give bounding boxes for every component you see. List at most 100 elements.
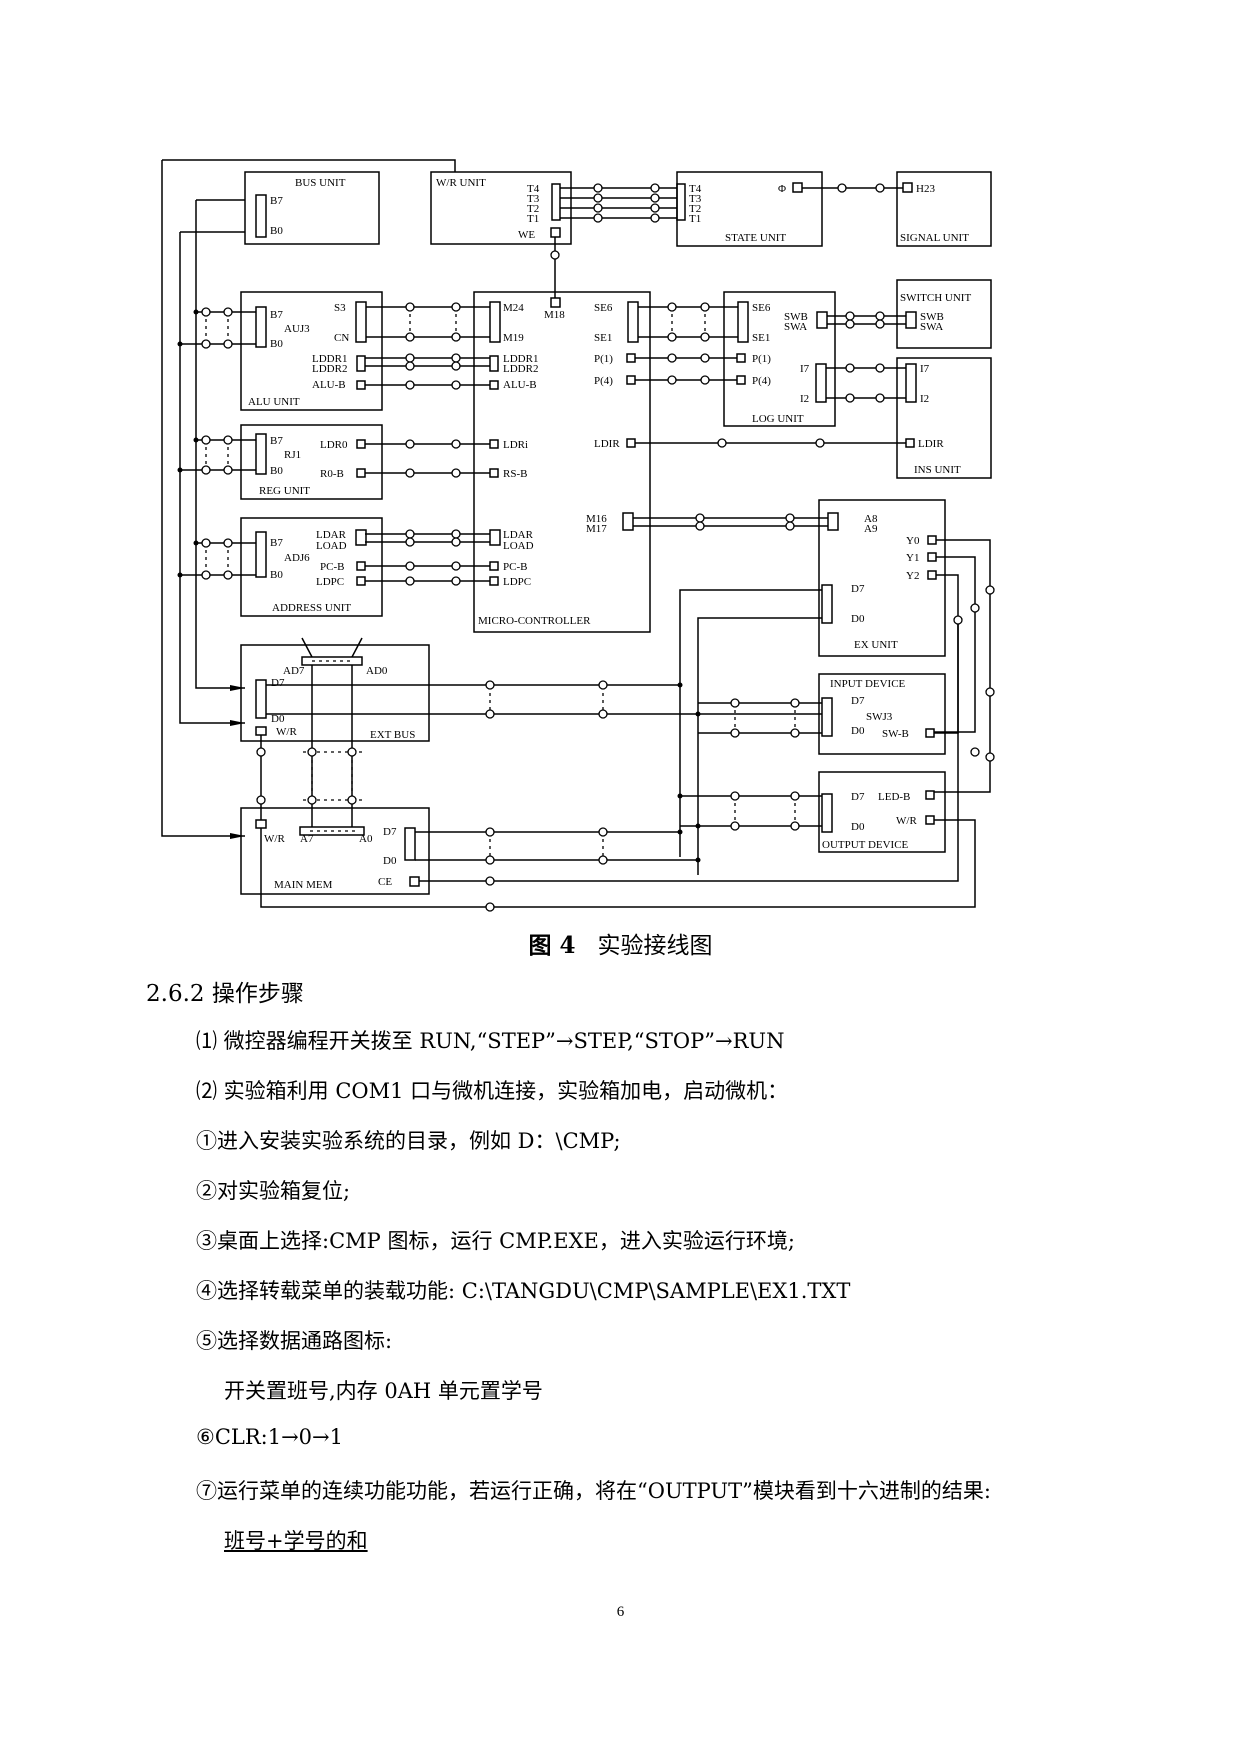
substep-5-detail: 开关置班号,内存 0AH 单元置学号 <box>224 1379 543 1403</box>
svg-text:LDDR2: LDDR2 <box>312 363 347 375</box>
svg-text:B0: B0 <box>270 225 283 237</box>
svg-text:B7: B7 <box>270 195 283 207</box>
svg-text:D0: D0 <box>851 725 865 737</box>
svg-text:LOAD: LOAD <box>503 540 534 552</box>
svg-text:I2: I2 <box>800 393 809 405</box>
svg-text:M24: M24 <box>503 302 524 314</box>
main-mem-label: MAIN MEM <box>274 879 333 891</box>
svg-text:Y2: Y2 <box>906 570 919 582</box>
ins-unit-box <box>896 357 992 479</box>
svg-text:B0: B0 <box>270 338 283 350</box>
alu-unit-label: ALU UNIT <box>248 396 300 408</box>
bus-unit-label: BUS UNIT <box>295 177 346 189</box>
svg-text:CN: CN <box>334 332 349 344</box>
section-title: 2.6.2 操作步骤 <box>146 981 304 1007</box>
ext-bus-box <box>240 644 430 742</box>
svg-text:B7: B7 <box>270 537 283 549</box>
figure-title: 实验接线图 <box>597 933 713 959</box>
svg-text:LDR0: LDR0 <box>320 439 348 451</box>
svg-text:M17: M17 <box>586 523 607 535</box>
svg-text:SWA: SWA <box>920 321 943 333</box>
svg-text:Y1: Y1 <box>906 552 919 564</box>
svg-text:ADJ6: ADJ6 <box>284 552 310 564</box>
micro-controller-label: MICRO-CONTROLLER <box>478 615 591 627</box>
substep-7-result: 班号+学号的和 <box>224 1529 368 1553</box>
substep-3: ③桌面上选择:CMP 图标，运行 CMP.EXE，进入实验运行环境; <box>196 1229 795 1253</box>
svg-text:D0: D0 <box>383 855 397 867</box>
svg-text:ALU-B: ALU-B <box>503 379 537 391</box>
state-unit-label: STATE UNIT <box>725 232 786 244</box>
svg-text:D0: D0 <box>271 713 285 725</box>
svg-text:PC-B: PC-B <box>503 561 527 573</box>
svg-text:AD0: AD0 <box>366 665 388 677</box>
svg-text:T2: T2 <box>527 203 539 215</box>
svg-text:A7: A7 <box>300 833 314 845</box>
address-unit-box <box>240 517 383 617</box>
reg-unit-box <box>240 424 383 500</box>
substep-2: ②对实验箱复位; <box>196 1179 351 1203</box>
reg-unit-label: REG UNIT <box>259 485 310 497</box>
svg-text:SWA: SWA <box>784 321 807 333</box>
svg-text:SE6: SE6 <box>752 302 771 314</box>
svg-text:M19: M19 <box>503 332 524 344</box>
svg-text:ALU-B: ALU-B <box>312 379 346 391</box>
svg-text:LOAD: LOAD <box>316 540 347 552</box>
svg-text:SW-B: SW-B <box>882 728 909 740</box>
svg-text:I7: I7 <box>920 363 930 375</box>
svg-text:P(1): P(1) <box>594 353 613 365</box>
substep-7: ⑦运行菜单的连续功能功能，若运行正确，将在“OUTPUT”模块看到十六进制的结果… <box>196 1479 991 1503</box>
svg-text:LDAR: LDAR <box>316 529 347 541</box>
alu-unit-box <box>240 291 383 411</box>
output-device-label: OUTPUT DEVICE <box>822 839 909 851</box>
svg-text:W/R: W/R <box>264 833 285 845</box>
figure-label: 图 4 <box>528 932 576 959</box>
svg-text:A8: A8 <box>864 513 878 525</box>
substep-4: ④选择转载菜单的装载功能: C:\TANGDU\CMP\SAMPLE\EX1.T… <box>196 1279 851 1303</box>
svg-text:P(4): P(4) <box>594 375 613 387</box>
wr-unit-label: W/R UNIT <box>436 177 486 189</box>
svg-text:LDDR1: LDDR1 <box>312 353 347 365</box>
svg-text:D7: D7 <box>383 826 397 838</box>
svg-text:LDPC: LDPC <box>316 576 344 588</box>
svg-text:M16: M16 <box>586 513 607 525</box>
step-2: ⑵ 实验箱利用 COM1 口与微机连接，实验箱加电，启动微机： <box>196 1079 789 1103</box>
address-unit-label: ADDRESS UNIT <box>272 602 351 614</box>
substep-1: ①进入安装实验系统的目录，例如 D：\CMP; <box>196 1129 621 1153</box>
svg-text:A0: A0 <box>359 833 373 845</box>
svg-text:SWB: SWB <box>784 311 808 323</box>
svg-text:CE: CE <box>378 876 392 888</box>
svg-text:LDIR: LDIR <box>594 438 620 450</box>
svg-text:A9: A9 <box>864 523 878 535</box>
svg-text:LDDR1: LDDR1 <box>503 353 538 365</box>
svg-text:AD7: AD7 <box>283 665 305 677</box>
svg-text:LDIR: LDIR <box>918 438 944 450</box>
svg-text:D7: D7 <box>851 695 865 707</box>
svg-text:LED-B: LED-B <box>878 791 910 803</box>
svg-text:D7: D7 <box>851 791 865 803</box>
signal-unit-label: SIGNAL UNIT <box>900 232 969 244</box>
ins-unit-label: INS UNIT <box>914 464 961 476</box>
svg-text:LDRi: LDRi <box>503 439 528 451</box>
log-unit-box <box>723 291 836 427</box>
switch-unit-box <box>896 279 992 349</box>
svg-text:M18: M18 <box>544 309 565 321</box>
svg-text:LDAR: LDAR <box>503 529 534 541</box>
svg-text:SWB: SWB <box>920 311 944 323</box>
output-device-box <box>818 771 946 853</box>
svg-text:T3: T3 <box>689 193 702 205</box>
svg-text:Φ: Φ <box>778 183 786 195</box>
micro-controller-box <box>473 291 651 633</box>
svg-text:B7: B7 <box>270 309 283 321</box>
bus-unit-box <box>244 171 380 245</box>
svg-text:I7: I7 <box>800 363 810 375</box>
svg-text:H23: H23 <box>916 183 935 195</box>
switch-unit-label: SWITCH UNIT <box>900 292 971 304</box>
signal-unit-box <box>896 171 992 247</box>
svg-text:B0: B0 <box>270 569 283 581</box>
svg-text:D0: D0 <box>851 613 865 625</box>
page-number: 6 <box>616 1604 625 1620</box>
svg-text:B7: B7 <box>270 435 283 447</box>
input-device-label: INPUT DEVICE <box>830 678 906 690</box>
svg-text:S3: S3 <box>334 302 346 314</box>
svg-text:T1: T1 <box>527 213 539 225</box>
